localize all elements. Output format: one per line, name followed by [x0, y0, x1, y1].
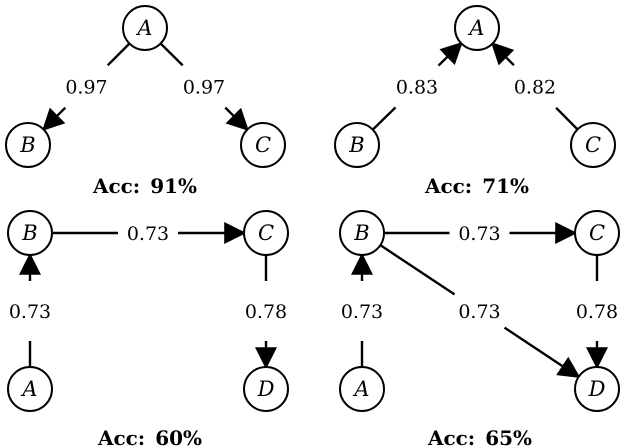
edge-B-A-tail [371, 106, 397, 131]
node-b-label: B [19, 133, 35, 157]
edge-weight-C-D: 0.78 [576, 301, 618, 323]
node-c-label: C [585, 133, 601, 157]
edge-A-B-arrow [42, 106, 67, 131]
node-a-label: A [20, 377, 37, 401]
node-a-circle [122, 5, 168, 51]
accuracy-caption: Acc: 91% [92, 174, 197, 198]
node-c-circle [243, 210, 289, 256]
accuracy-label: Acc: [92, 174, 140, 198]
node-b-circle [5, 122, 51, 168]
accuracy-label: Acc: [427, 426, 475, 448]
edge-A-B-tail [106, 42, 131, 67]
edge-weight-B-C: 0.73 [127, 223, 169, 245]
node-a-label: A [467, 16, 484, 40]
node-a-circle [7, 366, 53, 412]
edge-weight-A-B: 0.97 [65, 77, 107, 99]
node-c-circle [574, 210, 620, 256]
node-c-label: C [255, 133, 271, 157]
graph-panel-bottom-left: 0.73 0.73 0.78 B C A D Acc: 60% [7, 210, 289, 448]
edge-weight-B-D: 0.73 [458, 301, 500, 323]
node-d-circle [574, 366, 620, 412]
node-b-label: B [353, 221, 369, 245]
edge-weight-A-B: 0.73 [9, 301, 51, 323]
accuracy-label: Acc: [97, 426, 145, 448]
edge-A-C-arrow [224, 106, 249, 132]
edge-C-A-arrow [490, 42, 515, 67]
edge-A-C-tail [159, 42, 184, 67]
node-c-label: C [258, 221, 274, 245]
node-c-label: C [589, 221, 605, 245]
accuracy-caption: Acc: 65% [427, 426, 532, 448]
graph-panel-top-left: 0.97 0.97 A B C Acc: 91% [5, 5, 286, 198]
node-d-label: D [588, 377, 606, 401]
node-a-circle [454, 5, 500, 51]
graph-panel-bottom-right: 0.73 0.73 0.78 0.73 B C A D Acc: 65% [339, 210, 620, 448]
edge-weight-B-A: 0.83 [396, 77, 438, 99]
node-a-circle [339, 366, 385, 412]
graph-panel-top-right: 0.83 0.82 A B C Acc: 71% [334, 5, 616, 198]
edge-weight-B-C: 0.73 [458, 223, 500, 245]
accuracy-value: 65% [485, 426, 532, 448]
edge-weight-A-B: 0.73 [341, 301, 383, 323]
edge-weight-C-D: 0.78 [245, 301, 287, 323]
edge-B-D-tail [379, 244, 456, 296]
node-b-label: B [348, 133, 364, 157]
accuracy-value: 71% [482, 174, 529, 198]
accuracy-label: Acc: [424, 174, 472, 198]
node-d-circle [243, 366, 289, 412]
node-a-label: A [352, 377, 369, 401]
accuracy-value: 60% [155, 426, 202, 448]
edge-weight-A-C: 0.97 [183, 77, 225, 99]
node-b-circle [334, 122, 380, 168]
edge-C-A-tail [555, 106, 579, 131]
node-b-circle [339, 210, 385, 256]
node-a-label: A [135, 16, 152, 40]
node-b-circle [7, 210, 53, 256]
accuracy-value: 91% [150, 174, 197, 198]
edge-weight-C-A: 0.82 [514, 77, 556, 99]
accuracy-caption: Acc: 71% [424, 174, 529, 198]
node-c-circle [570, 122, 616, 168]
node-d-label: D [257, 377, 275, 401]
edge-B-D-arrow [503, 326, 581, 379]
edge-B-A-arrow [437, 41, 463, 67]
node-c-circle [240, 122, 286, 168]
node-b-label: B [21, 221, 37, 245]
accuracy-caption: Acc: 60% [97, 426, 202, 448]
